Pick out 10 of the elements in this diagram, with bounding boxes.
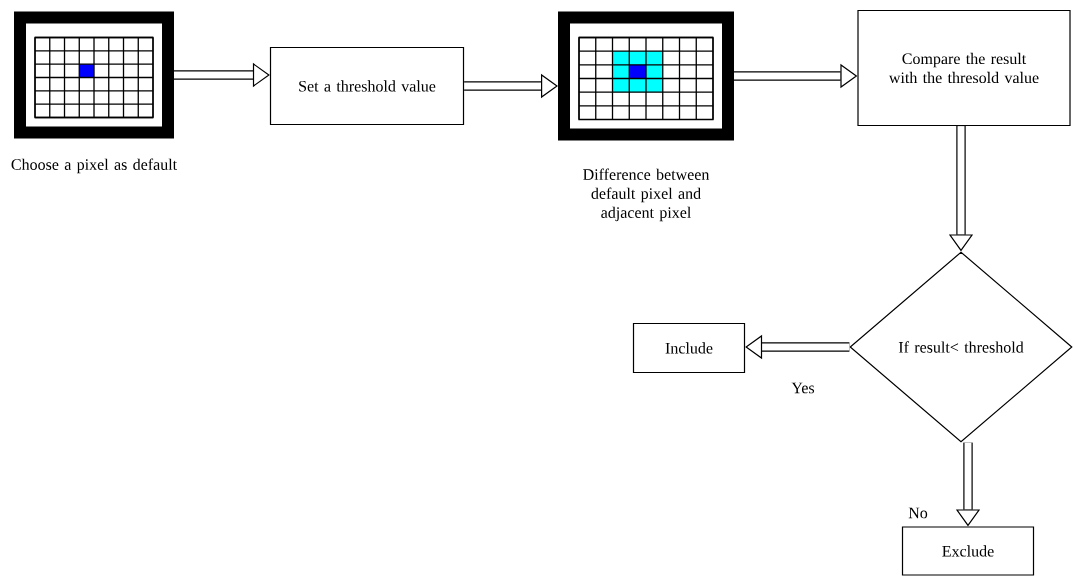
- pixel-grid-drawing: [14, 11, 174, 139]
- edge-label: Yes: [790, 381, 816, 395]
- process-box: Set a threshold value: [269, 46, 465, 126]
- process-box: Compare the result with the thresold value: [857, 9, 1071, 127]
- node-caption: Difference between default pixel and adjacent pixel: [583, 168, 710, 222]
- process-box: Exclude: [901, 526, 1035, 576]
- process-box: Include: [632, 322, 746, 374]
- node-caption: Choose a pixel as default: [11, 158, 177, 174]
- edge-label: No: [907, 506, 929, 520]
- pixel-grid-drawing: [558, 11, 734, 141]
